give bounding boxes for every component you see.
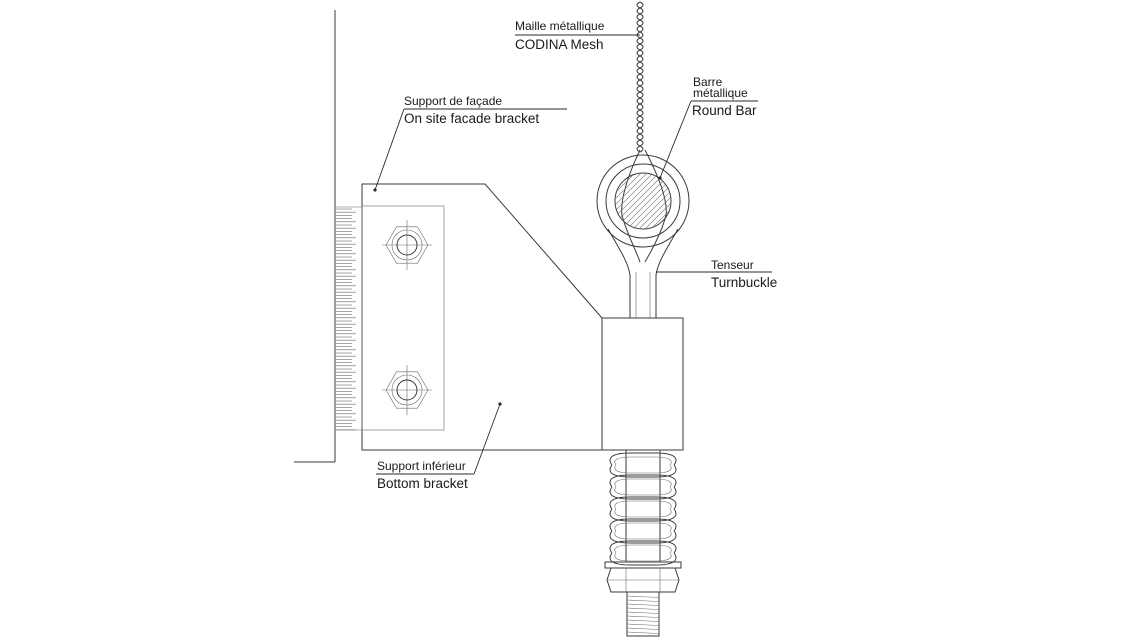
label-turnbuckle: Tenseur Turnbuckle [711,258,777,290]
bottom-bracket-body [361,183,603,451]
label-mesh-en: CODINA Mesh [515,37,604,52]
label-facade-bracket: Support de façade On site facade bracket [404,94,539,126]
label-round-bar-en: Round Bar [692,103,757,118]
leader-lines [373,34,772,475]
facade-wall [294,10,362,463]
label-facade-bracket-en: On site facade bracket [404,111,539,126]
label-bottom-bracket-en: Bottom bracket [377,476,468,491]
label-bottom-bracket: Support inférieur Bottom bracket [377,459,468,491]
lower-bolt [382,365,432,415]
label-mesh-fr: Maille métallique [515,19,605,33]
hex-nut [604,561,682,593]
tension-spring [609,450,677,566]
metal-mesh-cable [621,1,667,263]
label-turnbuckle-en: Turnbuckle [711,275,777,290]
wall-anchor-hatching [336,208,356,431]
round-bar [614,172,672,230]
label-turnbuckle-fr: Tenseur [711,258,754,272]
label-round-bar-fr-line2: métallique [693,86,748,100]
turnbuckle-eye [596,154,690,318]
label-round-bar: Barre métallique Round Bar [692,75,757,118]
label-round-bar-fr-line1: Barre [693,75,723,89]
facade-bracket-plate [361,205,445,431]
upper-bolt [382,220,432,270]
label-facade-bracket-fr: Support de façade [404,94,502,108]
label-mesh: Maille métallique CODINA Mesh [515,19,605,52]
label-bottom-bracket-fr: Support inférieur [377,459,466,473]
threaded-rod-end [626,591,660,637]
turnbuckle-body [601,317,684,451]
